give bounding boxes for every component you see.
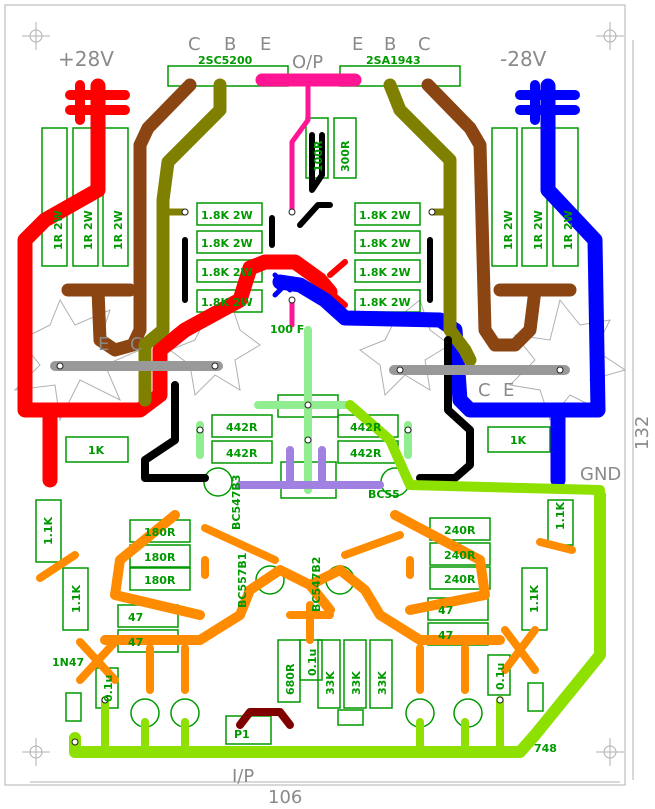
label-dim-height: 132 <box>632 416 653 450</box>
label-r-emitter-6: 1R 2W <box>562 210 575 250</box>
trace-neg-pad-cross <box>272 272 293 298</box>
trace-output-drop <box>289 77 311 215</box>
label-c01u-3: 0.1u <box>494 663 507 690</box>
trace-pnp-base <box>383 78 477 367</box>
trace-npn-collector <box>91 78 197 357</box>
label-r1k1-4: 1.1K <box>528 585 541 613</box>
trace-ground-taps <box>101 696 504 756</box>
label-c01u-2: 0.1u <box>306 649 319 676</box>
pin-e-left: E <box>260 34 271 55</box>
label-pos-rail: +28V <box>58 47 114 71</box>
trace-driver-right <box>416 336 474 482</box>
label-r47-2: 47 <box>128 636 143 649</box>
label-zener: 1N47 <box>52 656 84 669</box>
label-c01u-1: 0.1u <box>102 675 115 702</box>
label-r33k-2: 33K <box>350 671 363 695</box>
label-r1k8-3: 1.8K 2W <box>201 266 253 279</box>
label-c100: 100 F <box>270 323 304 336</box>
heatsink-bars <box>50 361 570 375</box>
label-r442-4: 442R <box>350 447 382 460</box>
label-q-npn-power: 2SC5200 <box>198 54 253 67</box>
label-r1k8-7: 1.8K 2W <box>359 266 411 279</box>
label-neg-rail: -28V <box>500 47 547 71</box>
label-r47-1: 47 <box>128 611 143 624</box>
label-r442-3: 442R <box>350 421 382 434</box>
label-r1k8-5: 1.8K 2W <box>359 209 411 222</box>
pin-c-left: C <box>188 34 201 55</box>
label-heatsink-right-e: E <box>503 380 514 401</box>
label-dim-width: 106 <box>268 787 302 808</box>
label-bc557: BC557B1 <box>236 553 249 608</box>
label-output: O/P <box>292 52 323 73</box>
trace-pos-pad-cross <box>327 259 348 308</box>
label-r1k1-2: 1.1K <box>70 585 83 613</box>
label-r1k8-6: 1.8K 2W <box>359 237 411 250</box>
label-r442-1: 442R <box>226 421 258 434</box>
label-r180-2: 180R <box>144 551 176 564</box>
trace-npn-base <box>138 78 227 407</box>
pin-b-left: B <box>224 34 236 55</box>
label-r240-2: 240R <box>444 549 476 562</box>
label-q-pnp-power: 2SA1943 <box>366 54 421 67</box>
pads <box>56 208 564 746</box>
label-r-emitter-1: 1R 2W <box>52 210 65 250</box>
label-r1k8-2: 1.8K 2W <box>201 237 253 250</box>
label-r240-1: 240R <box>444 524 476 537</box>
label-pot: P1 <box>234 728 250 741</box>
trace-neg-head <box>515 80 580 125</box>
label-r240-3: 240R <box>444 573 476 586</box>
board-frame <box>4 4 634 786</box>
trace-driver-left <box>141 381 209 482</box>
label-heatsink-left-c: C <box>130 334 143 355</box>
label-r180-1: 180R <box>144 526 176 539</box>
label-r1k1-1: 1.1K <box>42 517 55 545</box>
label-r100: 100R <box>312 140 325 172</box>
trace-ground <box>69 489 606 758</box>
label-r47-4: 47 <box>438 629 453 642</box>
label-r-emitter-3: 1R 2W <box>112 210 125 250</box>
trace-pnp-collector <box>421 78 542 352</box>
label-bc547b: BC547B2 <box>310 557 323 612</box>
label-heatsink-right-c: C <box>478 380 491 401</box>
trace-bias-black <box>182 132 433 303</box>
label-r1k8-4: 1.8K 2W <box>201 296 253 309</box>
label-r-emitter-5: 1R 2W <box>532 210 545 250</box>
component-outlines <box>35 117 579 745</box>
trace-lavender <box>236 446 384 489</box>
label-bc55: BC55 <box>368 488 400 501</box>
label-r180-3: 180R <box>144 574 176 587</box>
label-heatsink-left-e: E <box>98 334 109 355</box>
label-input: I/P <box>232 766 254 787</box>
label-bc547: BC547B3 <box>230 475 243 530</box>
label-r47-3: 47 <box>438 604 453 617</box>
trace-ground-upper <box>345 400 605 495</box>
label-ground: GND <box>580 464 621 485</box>
trace-input-orange-misc <box>36 524 576 694</box>
pin-c-right: C <box>418 34 431 55</box>
trace-input-stage-right <box>305 510 505 645</box>
trace-pos-rail <box>17 78 338 418</box>
label-r300: 300R <box>339 140 352 172</box>
label-r33k-3: 33K <box>376 671 389 695</box>
trace-centre-mint <box>254 326 354 494</box>
label-zener2: 748 <box>534 742 557 755</box>
label-r1k8-8: 1.8K 2W <box>359 296 411 309</box>
label-r-emitter-2: 1R 2W <box>82 210 95 250</box>
pin-e-right: E <box>352 34 363 55</box>
label-r680: 680R <box>284 663 297 695</box>
label-r1k1-3: 1.1K <box>554 502 567 530</box>
label-r33k-1: 33K <box>324 671 337 695</box>
pin-b-right: B <box>384 34 396 55</box>
trace-pot <box>236 708 294 729</box>
trace-pos-head <box>65 80 130 125</box>
label-r1k-right: 1K <box>510 434 527 447</box>
label-r1k-left: 1K <box>88 444 105 457</box>
label-r1k8-1: 1.8K 2W <box>201 209 253 222</box>
label-r-emitter-4: 1R 2W <box>502 210 515 250</box>
label-r442-2: 442R <box>226 447 258 460</box>
